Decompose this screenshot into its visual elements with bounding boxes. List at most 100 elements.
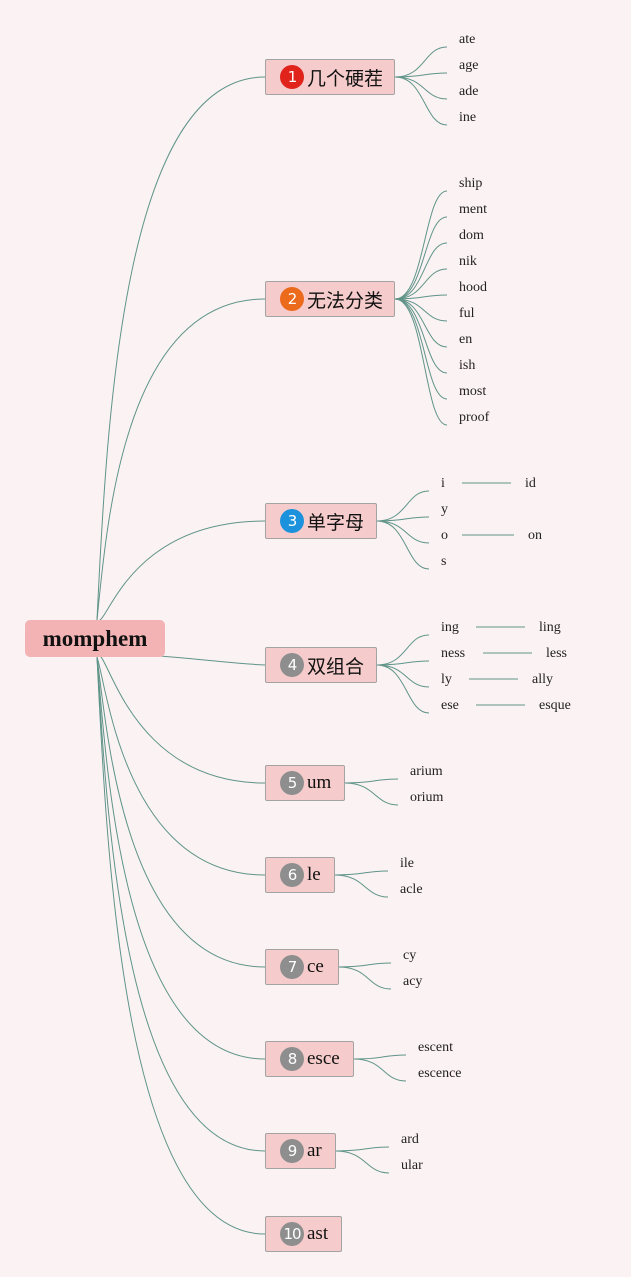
- number-badge-icon: 2: [280, 287, 304, 311]
- connector-line: [96, 656, 266, 876]
- leaf-node[interactable]: escent: [418, 1040, 453, 1055]
- leaf-node[interactable]: ese: [441, 698, 459, 713]
- connector-line: [394, 268, 448, 300]
- number-badge-icon: 4: [280, 653, 304, 677]
- branch-label: um: [307, 772, 332, 793]
- leaf-node[interactable]: y: [441, 502, 448, 517]
- leaf-node[interactable]: acle: [400, 882, 423, 897]
- leaf-node[interactable]: cy: [403, 948, 417, 963]
- number-badge-icon: 1: [280, 65, 304, 89]
- number-badge-icon: 7: [280, 955, 304, 979]
- connector-line: [96, 656, 266, 1152]
- leaf-node[interactable]: ship: [459, 176, 483, 191]
- root-node[interactable]: momphem: [25, 620, 165, 657]
- number-badge-icon: 5: [280, 771, 304, 795]
- connector-line: [376, 664, 430, 714]
- connector-line: [96, 655, 266, 784]
- connector-line: [353, 1058, 407, 1082]
- leaf-node[interactable]: ine: [459, 110, 477, 125]
- connector-line: [344, 782, 399, 806]
- leaf-node[interactable]: ard: [401, 1132, 419, 1147]
- number-badge-icon: 3: [280, 509, 304, 533]
- connector-line: [394, 298, 448, 374]
- connector-line: [394, 46, 448, 78]
- connector-line: [353, 1054, 407, 1060]
- connector-line: [376, 490, 430, 522]
- connector-line: [334, 870, 389, 876]
- leaf-node[interactable]: ly: [441, 672, 452, 687]
- leaf-node[interactable]: age: [459, 58, 479, 73]
- leaf-node[interactable]: orium: [410, 790, 444, 805]
- leaf-node[interactable]: escence: [418, 1066, 462, 1081]
- leaf-node[interactable]: hood: [459, 280, 487, 295]
- leaf-node[interactable]: ing: [441, 620, 459, 635]
- sub-leaf-node[interactable]: ally: [532, 672, 553, 687]
- connector-line: [344, 778, 399, 784]
- branch-label: ast: [307, 1223, 329, 1244]
- connector-line: [376, 516, 430, 522]
- leaf-node[interactable]: o: [441, 528, 448, 543]
- number-badge-icon: 6: [280, 863, 304, 887]
- leaf-node[interactable]: most: [459, 384, 487, 399]
- sub-leaf-node[interactable]: ling: [539, 620, 561, 635]
- connector-line: [96, 656, 266, 1060]
- branch-label: esce: [307, 1048, 340, 1069]
- leaf-node[interactable]: ness: [441, 646, 466, 661]
- connector-line: [394, 294, 448, 300]
- sub-leaf-node[interactable]: id: [525, 476, 536, 491]
- connector-line: [338, 966, 392, 990]
- leaf-node[interactable]: en: [459, 332, 473, 347]
- connector-line: [394, 298, 448, 426]
- connector-line: [96, 520, 266, 622]
- leaf-node[interactable]: arium: [410, 764, 443, 779]
- leaf-node[interactable]: ile: [400, 856, 414, 871]
- connector-line: [334, 874, 389, 898]
- leaf-node[interactable]: ful: [459, 306, 475, 321]
- connector-line: [376, 660, 430, 666]
- connector-line: [376, 520, 430, 570]
- sub-leaf-node[interactable]: on: [528, 528, 542, 543]
- connector-line: [335, 1150, 390, 1174]
- connector-line: [394, 76, 448, 126]
- branch-label: 双组合: [307, 655, 365, 678]
- leaf-node[interactable]: i: [441, 476, 445, 491]
- connector-line: [335, 1146, 390, 1152]
- leaf-node[interactable]: nik: [459, 254, 477, 269]
- branch-label: le: [307, 864, 321, 885]
- branch-label: 单字母: [307, 511, 365, 534]
- connector-line: [159, 655, 266, 666]
- leaf-node[interactable]: ment: [459, 202, 487, 217]
- leaf-node[interactable]: ular: [401, 1158, 423, 1173]
- leaf-node[interactable]: ade: [459, 84, 479, 99]
- connector-line: [338, 962, 392, 968]
- leaf-node[interactable]: ish: [459, 358, 476, 373]
- leaf-node[interactable]: acy: [403, 974, 423, 989]
- leaf-node[interactable]: ate: [459, 32, 476, 47]
- number-badge-icon: 10: [280, 1222, 304, 1246]
- branch-label: 无法分类: [307, 289, 384, 312]
- connector-line: [96, 656, 266, 1235]
- connector-line: [96, 298, 266, 621]
- sub-leaf-node[interactable]: esque: [539, 698, 571, 713]
- branch-label: 几个硬茬: [307, 67, 384, 90]
- leaf-node[interactable]: proof: [459, 410, 490, 425]
- connector-line: [376, 634, 430, 666]
- connector-line: [96, 656, 266, 968]
- branch-label: ce: [307, 956, 324, 977]
- sub-leaf-node[interactable]: less: [546, 646, 567, 661]
- root-label: momphem: [42, 625, 148, 651]
- leaf-node[interactable]: s: [441, 554, 447, 569]
- leaf-node[interactable]: dom: [459, 228, 484, 243]
